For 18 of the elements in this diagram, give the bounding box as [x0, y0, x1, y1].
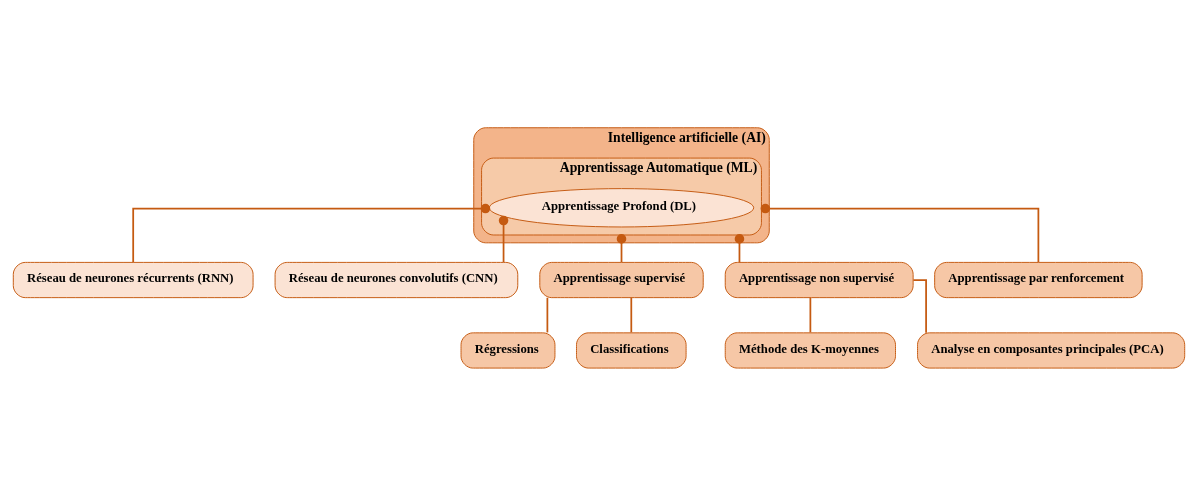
connector [760, 203, 1040, 264]
node-box: Apprentissage non supervisé [724, 261, 914, 299]
connector [546, 296, 549, 334]
node-box: Réseau de neurones convolutifs (CNN) [274, 261, 519, 299]
node-box: Réseau de neurones récurrents (RNN) [12, 261, 254, 299]
node-box: Apprentissage par renforcement [934, 261, 1143, 299]
node-box: Analyse en composantes principales (PCA) [917, 332, 1186, 369]
connector [912, 279, 927, 334]
connector [498, 215, 509, 264]
connector [132, 203, 491, 264]
connector [809, 296, 812, 334]
connector [734, 234, 745, 264]
node-box: Méthode des K-moyennes [724, 332, 896, 369]
node-box: Classifications [576, 332, 687, 369]
connector [616, 234, 627, 264]
connector [630, 296, 633, 334]
node-box: Régressions [460, 332, 556, 369]
node-box: Apprentissage supervisé [539, 261, 704, 299]
